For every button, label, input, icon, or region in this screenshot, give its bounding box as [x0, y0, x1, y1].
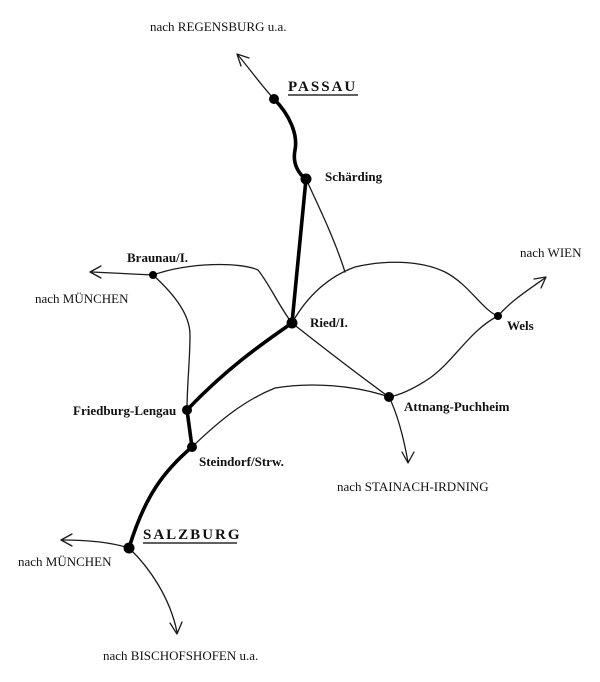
line-ried-wels	[291, 261, 499, 324]
arrowhead-bischofshofen-icon	[169, 621, 183, 635]
station-label-steindorf: Steindorf/Strw.	[199, 454, 284, 469]
station-dot-friedburg	[182, 405, 192, 415]
line-passau-regensburg	[237, 54, 275, 100]
station-label-wels: Wels	[507, 318, 534, 333]
destination-label-stainach: nach STAINACH-IRDNING	[337, 479, 489, 494]
line-attnang-stainach	[388, 396, 409, 463]
station-label-braunau: Braunau/I.	[127, 250, 188, 265]
line-schaerding-junction	[305, 178, 346, 273]
destination-label-bischofshofen: nach BISCHOFSHOFEN u.a.	[103, 648, 258, 663]
destination-label-muenchen-south: nach MÜNCHEN	[18, 554, 112, 569]
station-dot-steindorf	[187, 442, 197, 452]
line-steindorf-attnang	[191, 384, 390, 448]
arrowhead-muenchen-south-icon	[60, 533, 73, 547]
line-wels-attnang	[388, 315, 499, 398]
line-braunau-ried	[152, 263, 293, 324]
destination-label-wien: nach WIEN	[520, 245, 582, 260]
station-dot-salzburg	[123, 542, 135, 554]
line-salzburg-muenchen	[61, 539, 130, 549]
station-label-passau: PASSAU	[288, 79, 357, 95]
main-line-passau-salzburg	[127, 97, 308, 550]
line-wels-wien	[497, 277, 546, 317]
arrowhead-wien-icon	[533, 276, 547, 289]
station-dot-wels	[494, 312, 502, 320]
station-dot-passau	[269, 94, 279, 104]
line-ried-attnang	[291, 322, 390, 398]
station-label-attnang: Attnang-Puchheim	[404, 399, 510, 414]
line-salzburg-bischofshofen	[128, 547, 178, 633]
station-label-ried: Ried/I.	[310, 315, 348, 330]
arrowhead-stainach-icon	[401, 451, 415, 464]
destination-label-regensburg: nach REGENSBURG u.a.	[150, 19, 287, 34]
station-label-friedburg: Friedburg-Lengau	[73, 403, 176, 418]
station-dot-braunau	[149, 271, 157, 279]
station-dot-attnang	[384, 392, 394, 402]
line-braunau-muenchen	[91, 271, 154, 276]
station-dot-ried	[286, 317, 298, 329]
arrowhead-regensburg-icon	[236, 53, 250, 67]
destination-label-muenchen-north: nach MÜNCHEN	[35, 291, 129, 306]
station-label-salzburg: SALZBURG	[143, 527, 242, 543]
station-label-schaerding: Schärding	[325, 169, 383, 184]
station-dot-schaerding	[300, 173, 312, 185]
line-braunau-friedburg	[152, 274, 191, 411]
arrowhead-muenchen-north-icon	[89, 265, 102, 279]
